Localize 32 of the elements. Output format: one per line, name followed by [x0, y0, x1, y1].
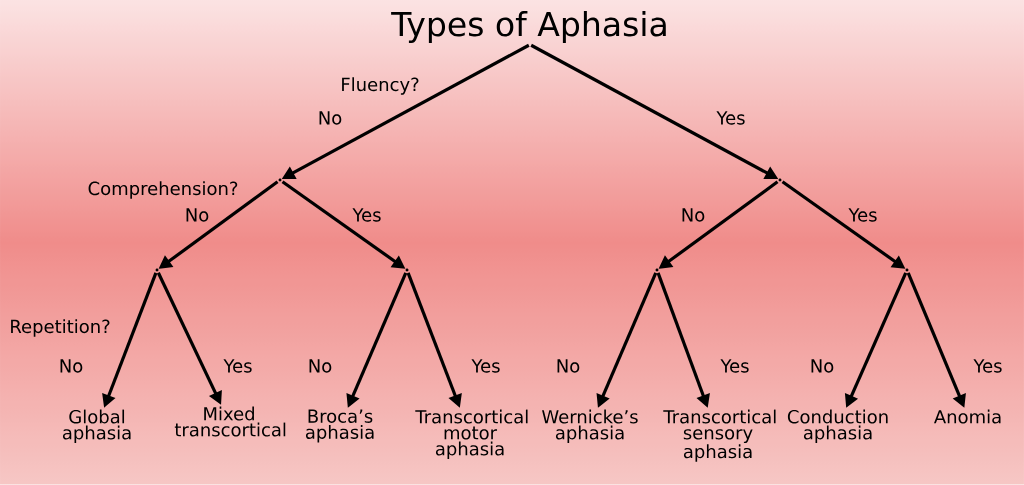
leaf-label: Mixed transcortical [174, 406, 286, 437]
edge-label: Yes [848, 208, 877, 222]
branch-point [905, 268, 909, 272]
branch-point [155, 268, 159, 272]
edge-label: No [557, 359, 580, 373]
edge-label: No [682, 208, 705, 222]
leaf-label: Transcortical sensory aphasia [663, 409, 776, 462]
branch-point [655, 268, 659, 272]
edge-label: No [186, 208, 209, 222]
leaf-label: Transcortical motor aphasia [415, 409, 528, 459]
leaf-label: Wernicke’s aphasia [542, 409, 638, 443]
title: Types of Aphasia [391, 11, 666, 43]
edge-label: No [319, 111, 342, 125]
leaf-label: Conduction aphasia [787, 409, 888, 443]
branch-point [778, 178, 782, 182]
edge-label: No [811, 359, 834, 373]
edge-label: No [60, 359, 83, 373]
edge-label: No [309, 359, 332, 373]
edge-label: Yes [720, 359, 749, 373]
question-label: Fluency? [342, 77, 419, 95]
question-label: Repetition? [11, 319, 110, 337]
branch-point [278, 178, 282, 182]
edge-label: Yes [471, 359, 500, 373]
edge-label: Yes [352, 208, 381, 222]
edge-label: Yes [716, 111, 745, 125]
question-label: Comprehension? [88, 181, 238, 199]
edge-label: Yes [973, 359, 1002, 373]
leaf-label: Anomia [934, 409, 1001, 424]
edge-label: Yes [223, 359, 252, 373]
leaf-label: Broca’s aphasia [305, 409, 374, 443]
leaf-label: Global aphasia [62, 409, 131, 443]
branch-point [405, 268, 409, 272]
